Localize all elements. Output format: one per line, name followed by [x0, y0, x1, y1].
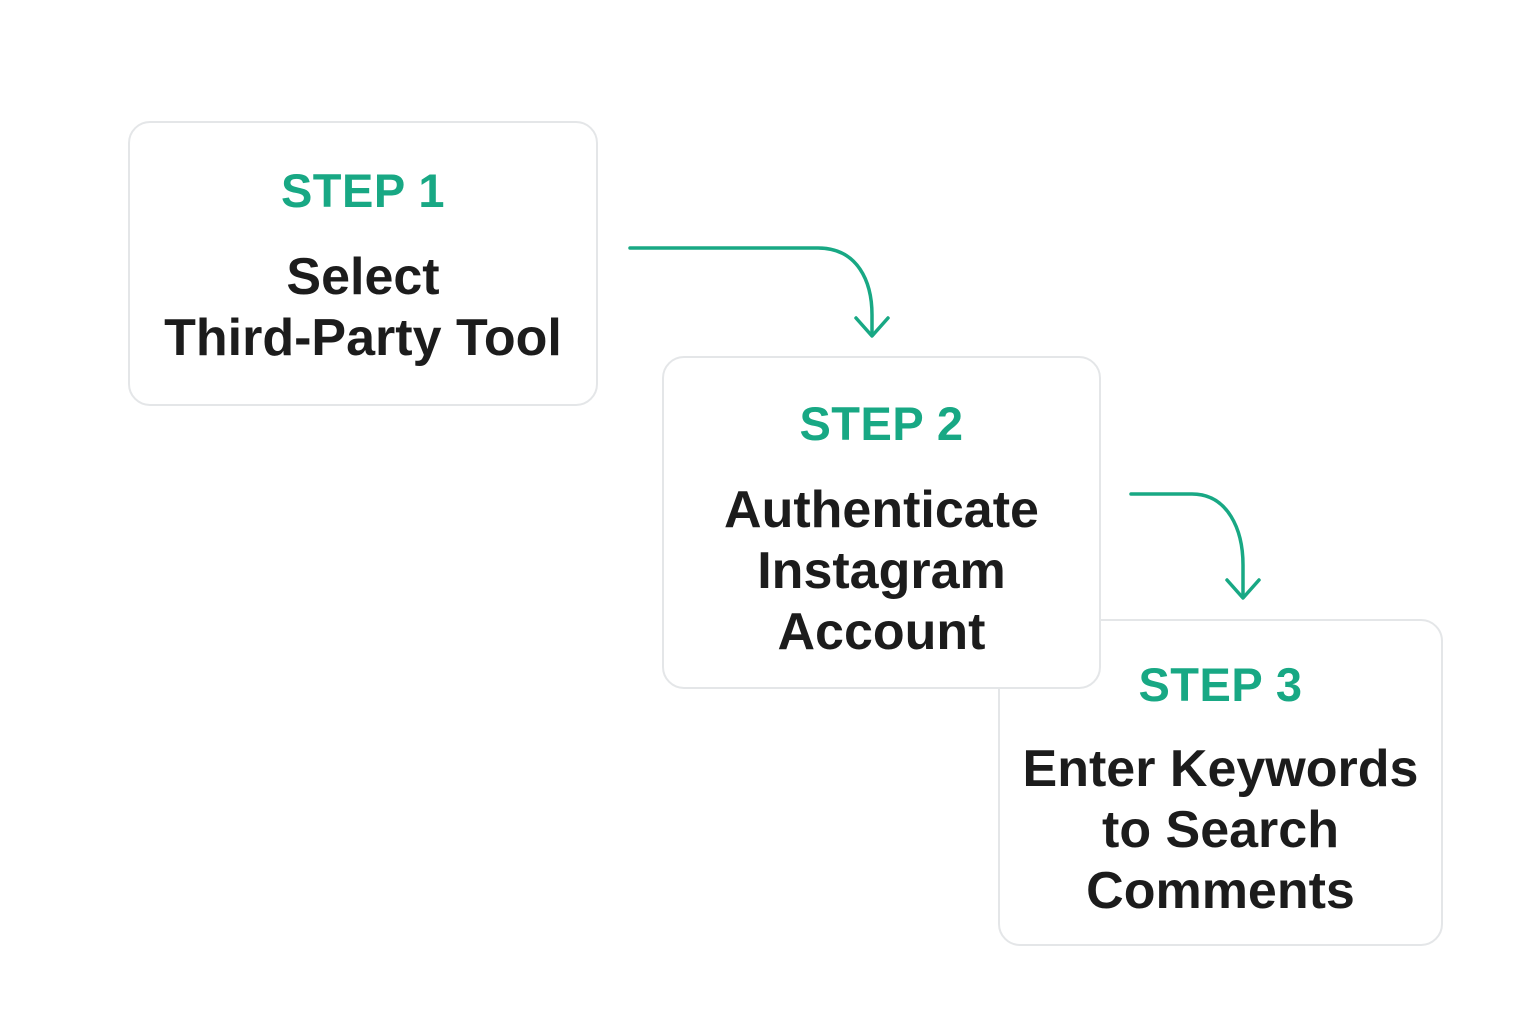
- step-2-label: STEP 2: [799, 397, 964, 450]
- step-2-title-line: Account: [777, 603, 986, 661]
- step-2-title: Authenticate Instagram Account: [664, 480, 1099, 663]
- curved-arrow-down-icon: [628, 246, 890, 338]
- step-3-title-line: Comments: [1086, 862, 1355, 920]
- step-3-title-line: Enter Keywords: [1022, 740, 1419, 798]
- step-3-title: Enter Keywords to Search Comments: [1000, 739, 1441, 922]
- curved-arrow-down-icon: [1129, 492, 1261, 600]
- connector-1-line: [628, 246, 874, 336]
- step-1-title: Select Third-Party Tool: [130, 247, 596, 369]
- connector-2-head: [1225, 578, 1261, 600]
- step-1-card: STEP 1 Select Third-Party Tool: [128, 121, 598, 406]
- step-1-label: STEP 1: [280, 164, 446, 217]
- step-2-title-line: Instagram: [757, 542, 1006, 600]
- step-2-title-line: Authenticate: [724, 481, 1039, 539]
- step-3-title-line: to Search: [1102, 801, 1339, 859]
- step-3-label: STEP 3: [1138, 658, 1303, 711]
- step-2-card: STEP 2 Authenticate Instagram Account: [662, 356, 1101, 689]
- step-1-title-line: Select: [286, 248, 440, 306]
- connector-1-head: [854, 316, 890, 338]
- connector-2-line: [1129, 492, 1245, 598]
- step-1-title-line: Third-Party Tool: [164, 309, 562, 367]
- step-3-card: STEP 3 Enter Keywords to Search Comments: [998, 619, 1443, 946]
